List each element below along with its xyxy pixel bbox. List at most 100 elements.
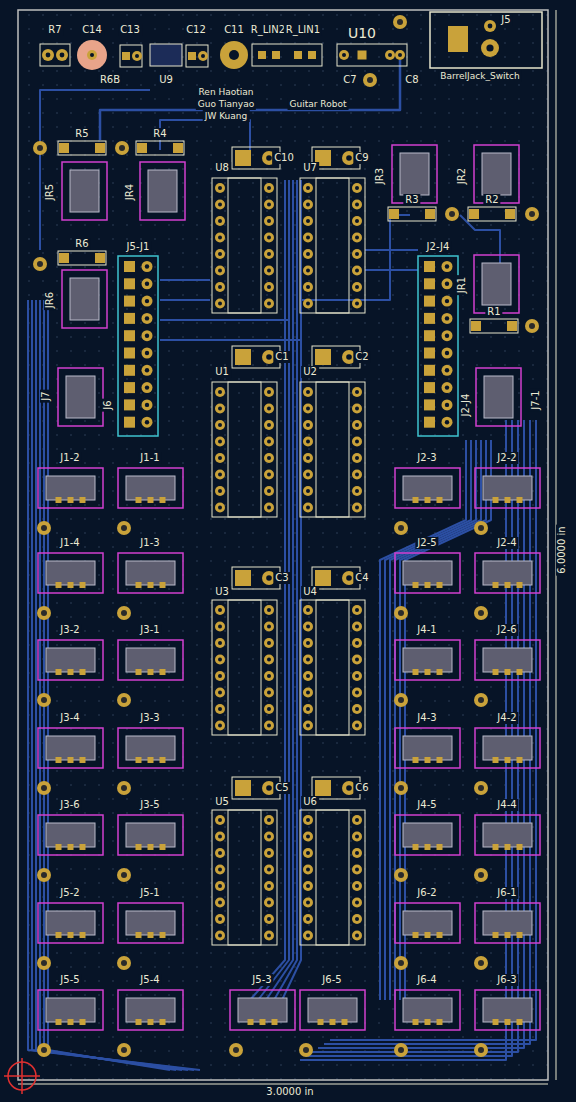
smd-pad: [425, 1019, 431, 1025]
smd-pad: [425, 582, 431, 588]
reference-designator: J6-1: [495, 887, 518, 899]
reference-designator: J1-3: [138, 537, 161, 549]
through-hole-pad: [303, 655, 313, 665]
test-point: [394, 868, 408, 882]
drill-hole: [218, 423, 222, 427]
through-hole-pad: [215, 881, 225, 891]
drill-hole: [355, 691, 359, 695]
smd-pad: [308, 51, 316, 59]
connector-courtyard: [118, 728, 183, 768]
smd-pad: [68, 669, 74, 675]
smd-pad: [425, 669, 431, 675]
test-point-hole: [121, 785, 127, 791]
through-hole-pad: [352, 914, 362, 924]
copper-trace: [44, 300, 176, 1070]
smd-pad: [160, 757, 166, 763]
smd-pad: [469, 209, 479, 219]
drill-hole: [306, 835, 310, 839]
reference-designator: U5: [213, 796, 231, 808]
header-pad: [124, 399, 135, 410]
reference-designator: C11: [222, 24, 246, 36]
smd-pad: [136, 932, 142, 938]
test-point: [37, 606, 51, 620]
drill-hole: [90, 53, 94, 57]
header-outline: [118, 256, 158, 436]
drill-hole: [267, 302, 271, 306]
drill-hole: [267, 851, 271, 855]
through-hole-pad: [303, 420, 313, 430]
test-point: [117, 781, 131, 795]
regulator-body: [150, 44, 182, 66]
copper-trace: [390, 440, 476, 1000]
connector-body: [46, 823, 95, 847]
smd-pad: [148, 669, 154, 675]
reference-designator: J2-3: [415, 452, 438, 464]
drill-hole: [355, 440, 359, 444]
drill-hole: [267, 489, 271, 493]
reference-designator: J3-6: [58, 799, 81, 811]
dimension-label: 3.0000 in: [264, 1086, 315, 1098]
drill-hole: [306, 423, 310, 427]
drill-hole: [486, 44, 493, 51]
connector-courtyard: [475, 903, 540, 943]
through-hole-pad: [303, 249, 313, 259]
connector-courtyard: [38, 903, 103, 943]
through-hole-pad: [352, 898, 362, 908]
smd-pad: [260, 1019, 266, 1025]
through-hole-pad: [352, 470, 362, 480]
test-point: [37, 1043, 51, 1057]
through-hole-pad: [215, 282, 225, 292]
drill-hole: [218, 641, 222, 645]
header-pad: [424, 296, 435, 307]
smd-pad: [95, 143, 105, 153]
drill-hole: [218, 456, 222, 460]
through-hole-pad: [264, 881, 274, 891]
test-point: [394, 781, 408, 795]
connector-courtyard: [38, 990, 103, 1030]
connector-body: [46, 911, 95, 935]
through-hole-pad: [303, 387, 313, 397]
through-hole-pad: [264, 865, 274, 875]
through-hole-pad: [142, 330, 153, 341]
board-outline: [18, 10, 548, 1080]
connector-courtyard: [395, 553, 460, 593]
reference-designator: R2: [483, 194, 500, 206]
drill-hole: [355, 302, 359, 306]
header-pad: [424, 348, 435, 359]
test-point: [117, 868, 131, 882]
barrel-jack-outline: [430, 12, 542, 68]
smd-pad: [413, 844, 419, 850]
through-hole-pad: [352, 832, 362, 842]
test-point-hole: [398, 610, 404, 616]
smd-pad: [389, 209, 399, 219]
reference-designator: R6: [73, 238, 90, 250]
dip-outline: [300, 178, 365, 313]
drill-hole: [267, 285, 271, 289]
reference-designator: C10: [272, 152, 296, 164]
smd-pad: [136, 497, 142, 503]
smd-pad: [471, 321, 481, 331]
test-point-hole: [478, 960, 484, 966]
smd-pad: [148, 582, 154, 588]
drill-hole: [218, 252, 222, 256]
smd-pad: [80, 497, 86, 503]
through-hole-pad: [264, 898, 274, 908]
through-hole-pad: [303, 299, 313, 309]
smd-pad: [425, 497, 431, 503]
test-point-hole: [398, 872, 404, 878]
header-pad: [424, 278, 435, 289]
through-hole-pad: [264, 420, 274, 430]
copper-trace: [32, 300, 194, 1070]
drill-hole: [306, 658, 310, 662]
capacitor-pad: [235, 150, 251, 166]
drill-hole: [306, 691, 310, 695]
test-point: [117, 521, 131, 535]
reference-designator: J4-2: [495, 712, 518, 724]
drill-hole: [306, 901, 310, 905]
drill-hole: [218, 285, 222, 289]
drill-hole: [218, 440, 222, 444]
through-hole-pad: [352, 216, 362, 226]
test-point-hole: [478, 610, 484, 616]
drill-hole: [267, 390, 271, 394]
through-hole-pad: [215, 299, 225, 309]
